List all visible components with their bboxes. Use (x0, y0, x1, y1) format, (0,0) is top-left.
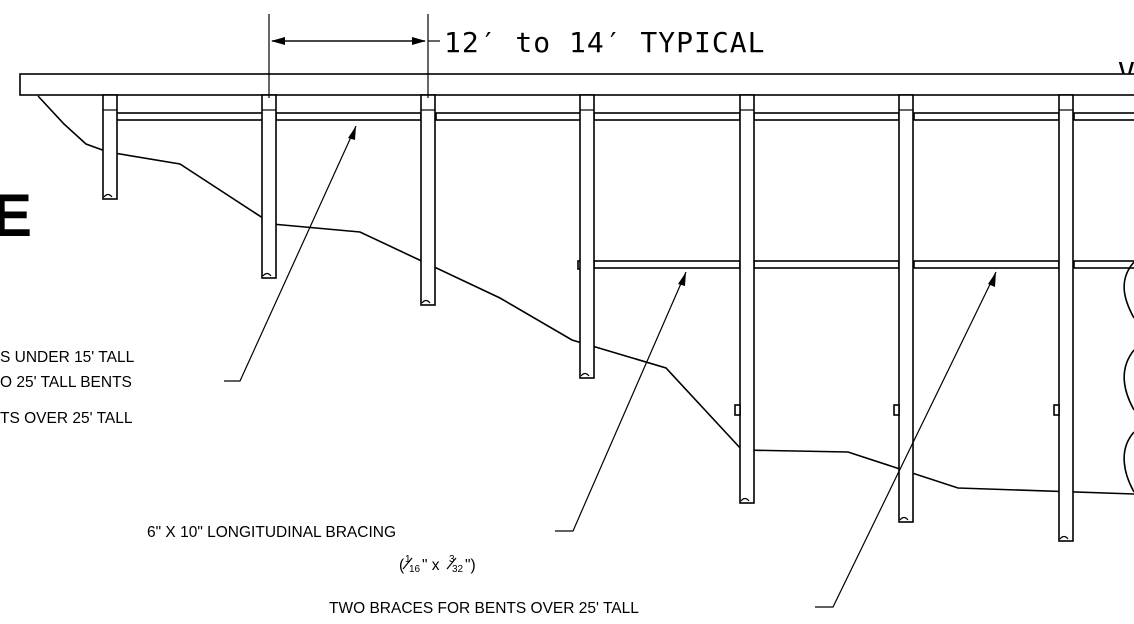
svg-text:" x: " x (422, 557, 444, 574)
bridge-deck (19, 73, 1134, 96)
leader-two-braces (815, 271, 997, 608)
svg-text:1: 1 (405, 554, 411, 565)
callout-bent-line-1: S UNDER 15' TALL (0, 349, 135, 366)
bent-2 (261, 94, 277, 279)
break-line (1123, 261, 1134, 493)
edge-letter-left: E (0, 182, 32, 249)
svg-text:"): ") (465, 557, 476, 574)
callout-bent-line-2: O 25' TALL BENTS (0, 374, 132, 391)
svg-text:(: ( (399, 557, 405, 574)
leader-longitudinal-bracing (555, 271, 687, 532)
svg-text:32: 32 (452, 564, 464, 575)
lower-longitudinal-braces (577, 260, 1134, 270)
svg-text:3: 3 (449, 554, 455, 565)
callout-two-braces: TWO BRACES FOR BENTS OVER 25' TALL (329, 600, 639, 617)
callout-bracing-scale: ( 1 16 " x 3 32 ") (399, 554, 476, 575)
callout-longitudinal-bracing: 6" X 10" LONGITUDINAL BRACING (147, 524, 396, 541)
bent-1 (102, 94, 118, 200)
callout-bent-line-3: TS OVER 25' TALL (0, 410, 133, 427)
bent-4 (579, 94, 595, 379)
bent-3 (420, 94, 436, 306)
dimension-label: 12′ to 14′ TYPICAL (444, 26, 765, 59)
bent-7 (1053, 94, 1074, 542)
leader-bent-height (224, 125, 357, 382)
bent-6 (893, 94, 914, 523)
dimension-typical-spacing: 12′ to 14′ TYPICAL (268, 14, 765, 98)
bent-5 (734, 94, 755, 504)
svg-text:16: 16 (409, 564, 421, 575)
